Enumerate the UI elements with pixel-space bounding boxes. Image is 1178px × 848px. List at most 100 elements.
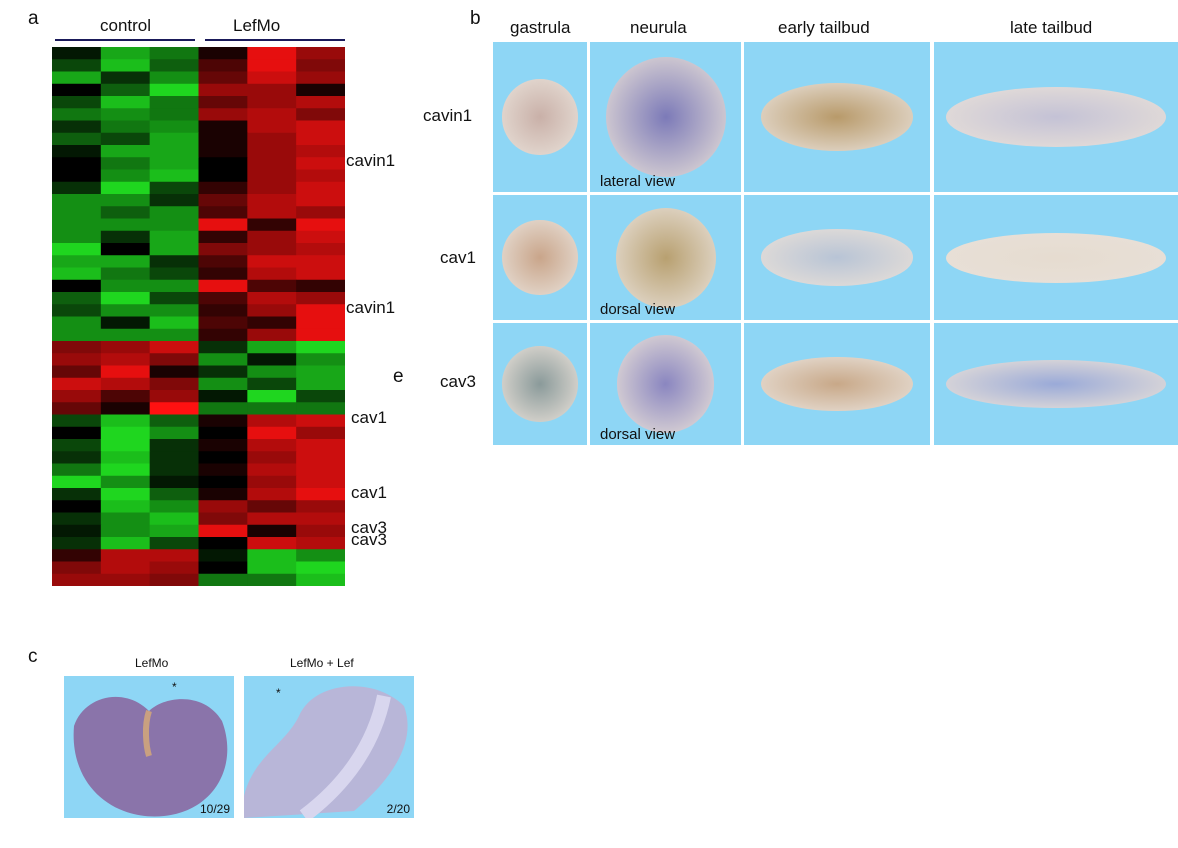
heatmap-cell — [198, 402, 248, 415]
heatmap-cell — [149, 145, 199, 158]
embryo-image — [493, 323, 587, 445]
gene-label: cav3 — [351, 530, 387, 549]
heatmap-cell — [296, 561, 345, 575]
heatmap-cell — [52, 439, 102, 452]
gene-row-label: cavin1 — [423, 106, 473, 125]
heatmap-cell — [247, 132, 297, 146]
heatmap-cell — [52, 402, 102, 415]
heatmap-cell — [296, 304, 345, 317]
heatmap-cell — [296, 157, 345, 170]
embryo — [760, 83, 914, 151]
heatmap-cell — [198, 108, 248, 121]
heatmap-cell — [198, 145, 248, 158]
heatmap-cell — [247, 537, 297, 550]
view-caption: dorsal view — [600, 426, 676, 443]
heatmap-cell — [52, 267, 102, 281]
heatmap-cell — [296, 328, 345, 342]
heatmap-cell — [100, 108, 151, 121]
heatmap-cell — [247, 439, 297, 452]
heatmap-cell — [100, 402, 151, 415]
heatmap-cell — [52, 561, 102, 575]
heatmap-cell — [100, 316, 151, 330]
embryo-image: dorsal view — [590, 323, 741, 445]
heatmap-cell — [247, 328, 297, 342]
heatmap-cell — [52, 194, 102, 207]
gene-row-label: cav3 — [440, 372, 476, 391]
heatmap-cell — [100, 292, 151, 305]
count-label: 2/20 — [386, 802, 410, 816]
heatmap-cell — [296, 353, 345, 366]
heatmap-cell — [100, 279, 151, 293]
heatmap-cell — [247, 561, 297, 575]
heatmap-cell — [247, 377, 297, 391]
heatmap-cell — [198, 573, 248, 586]
heatmap-cell — [198, 500, 248, 513]
heatmap-cell — [247, 475, 297, 489]
heatmap-cell — [52, 59, 102, 72]
heatmap-cell — [296, 292, 345, 305]
heatmap-cell — [100, 267, 151, 281]
gene-label: cavin1 — [346, 151, 396, 170]
gene-label: cav1 — [351, 483, 387, 502]
heatmap-cell — [198, 230, 248, 244]
heatmap-cell — [100, 96, 151, 109]
heatmap-cell — [198, 537, 248, 550]
heatmap-cell — [247, 463, 297, 477]
heatmap-cell — [52, 132, 102, 146]
heatmap-cell — [296, 500, 345, 513]
heatmap-cell — [247, 108, 297, 121]
heatmap-cell — [247, 488, 297, 501]
heatmap-cell — [149, 451, 199, 464]
control-bracket — [55, 39, 195, 41]
heatmap-cell — [149, 561, 199, 575]
heatmap-cell — [247, 414, 297, 428]
panel-b-letter: b — [470, 8, 481, 29]
embryo — [502, 79, 578, 155]
stage-label: neurula — [630, 18, 687, 37]
heatmap-cell — [247, 255, 297, 268]
heatmap-cell — [52, 500, 102, 513]
heatmap-cell — [149, 47, 199, 60]
embryo-image: lateral view — [590, 42, 741, 192]
heatmap-cell — [52, 353, 102, 366]
heatmap-cell — [52, 108, 102, 121]
heatmap-cell — [149, 475, 199, 489]
heatmap-cell — [296, 524, 345, 538]
heatmap-cell — [296, 377, 345, 391]
heatmap-cell — [100, 439, 151, 452]
heatmap-cell — [100, 390, 151, 403]
heatmap-cell — [52, 328, 102, 342]
heatmap-cell — [100, 243, 151, 256]
heatmap-cell — [149, 353, 199, 366]
heatmap-cell — [296, 475, 345, 489]
heatmap-cell — [149, 316, 199, 330]
heatmap-cell — [52, 512, 102, 526]
stage-label: late tailbud — [1010, 18, 1093, 37]
embryo-image — [934, 323, 1178, 445]
heatmap-cell — [149, 59, 199, 72]
heatmap-cell — [52, 230, 102, 244]
heatmap-cell — [149, 157, 199, 170]
heatmap-cell — [296, 47, 345, 60]
embryo — [946, 87, 1166, 147]
heatmap-cell — [100, 524, 151, 538]
heatmap-cell — [52, 365, 102, 379]
embryo-image-lefmo-lef: * 2/20 — [244, 676, 414, 818]
heatmap-cell — [52, 181, 102, 195]
embryo — [946, 232, 1166, 283]
heatmap-cell — [52, 120, 102, 134]
heatmap-cell — [198, 463, 248, 477]
heatmap-cell — [296, 402, 345, 415]
heatmap-cell — [52, 316, 102, 330]
embryo-image — [744, 42, 930, 192]
heatmap-cell — [247, 341, 297, 354]
heatmap-cell — [149, 524, 199, 538]
heatmap-cell — [100, 353, 151, 366]
heatmap-cell — [198, 292, 248, 305]
heatmap-cell — [149, 71, 199, 85]
embryo-image — [493, 42, 587, 192]
heatmap-cell — [100, 500, 151, 513]
heatmap-cell — [247, 157, 297, 170]
heatmap-cell — [296, 181, 345, 195]
embryo-image — [493, 195, 587, 320]
